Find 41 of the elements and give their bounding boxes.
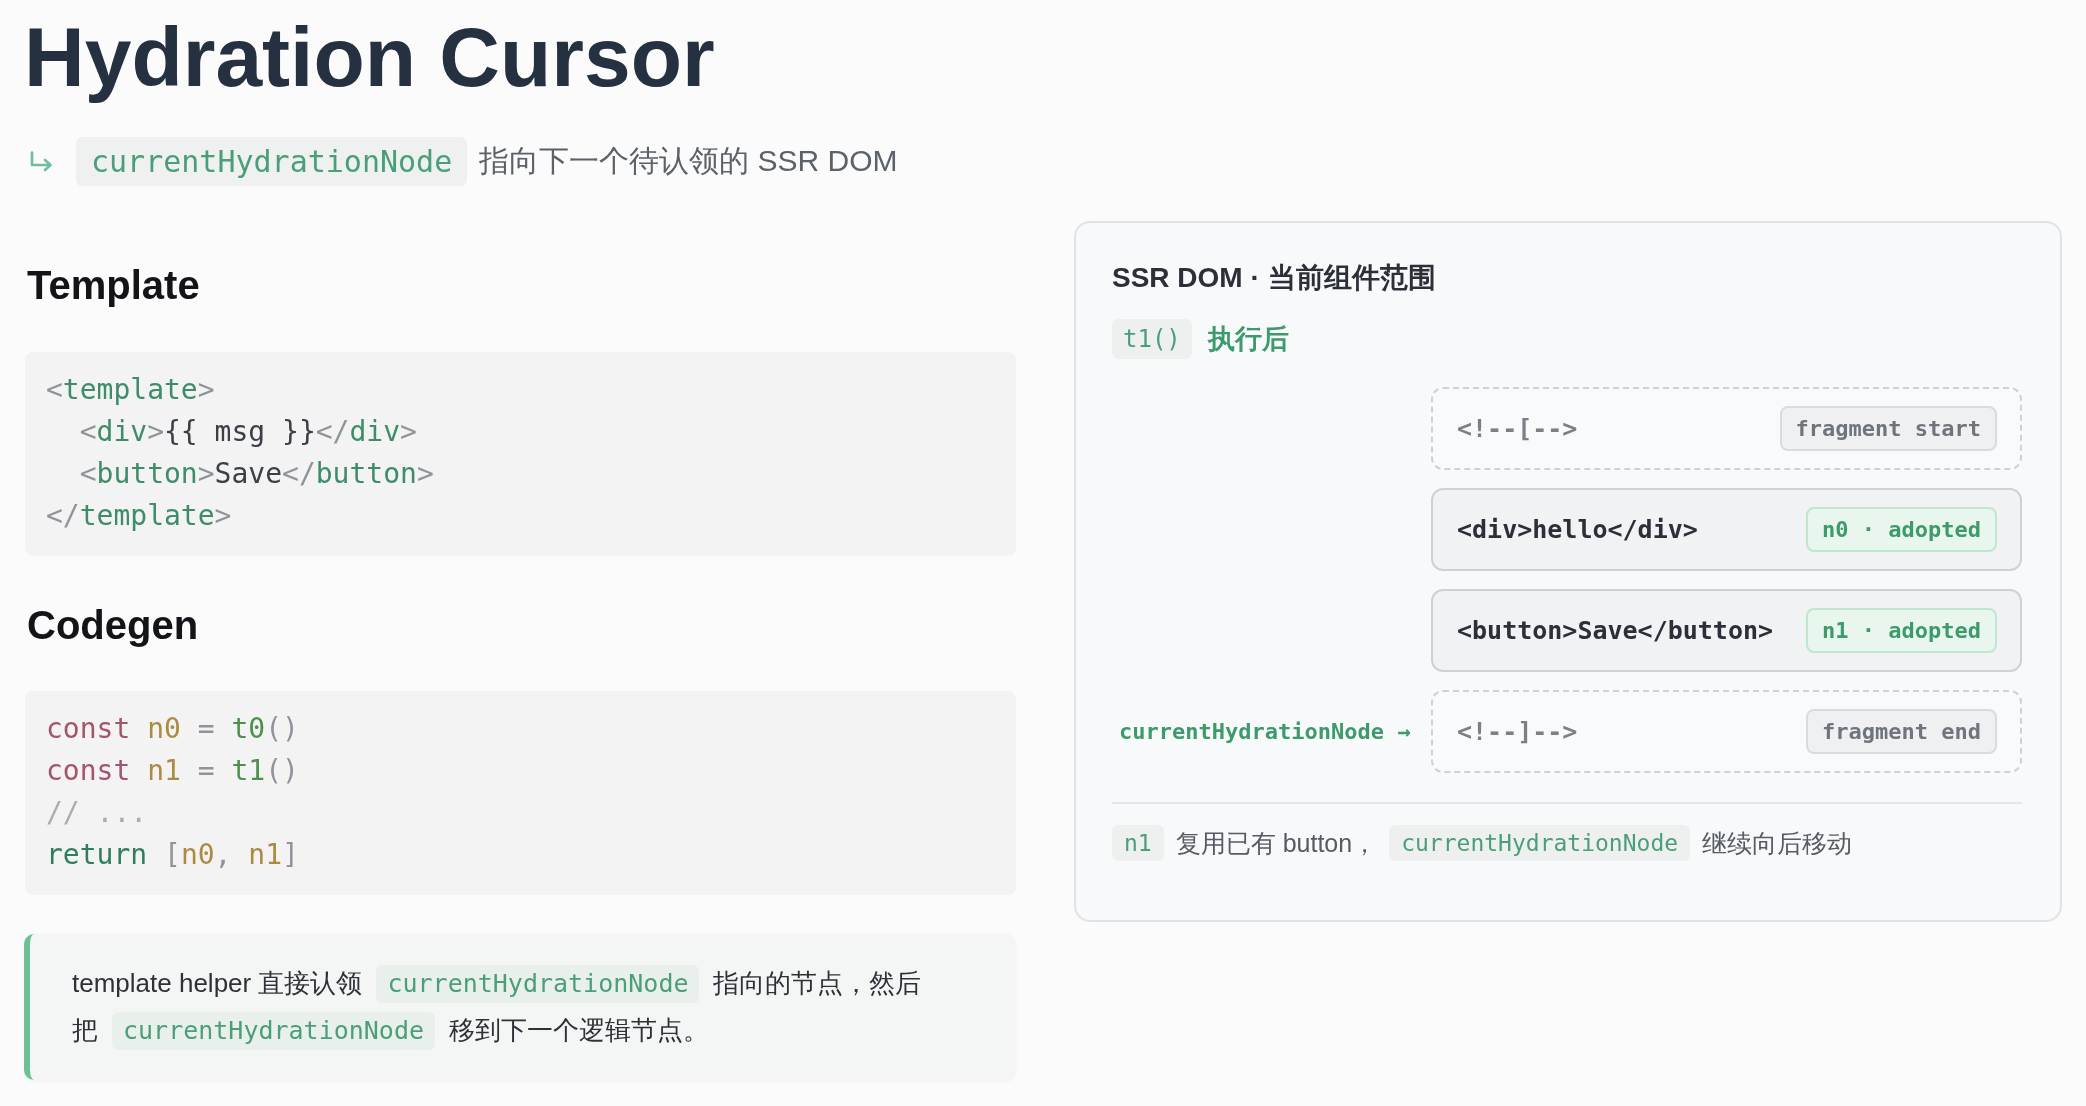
panel-heading: SSR DOM · 当前组件范围 bbox=[1112, 261, 1436, 295]
code-chip: currentHydrationNode bbox=[76, 137, 468, 186]
section-heading: Codegen bbox=[27, 602, 199, 649]
section-heading: Template bbox=[27, 262, 200, 309]
caption-text: 继续向后移动 bbox=[1702, 827, 1853, 859]
code-text: <div>hello</div> bbox=[1457, 515, 1698, 544]
note-text: template helper 直接认领 bbox=[72, 967, 363, 1000]
status-tag: fragment end bbox=[1806, 709, 1997, 754]
code-line: </template> bbox=[46, 498, 232, 534]
code-line: const n0 = t0() bbox=[46, 711, 299, 747]
caption-text: 复用已有 button， bbox=[1175, 827, 1378, 859]
code-chip: currentHydrationNode bbox=[112, 1011, 436, 1050]
note-text: 移到下一个逻辑节点。 bbox=[449, 1014, 710, 1047]
code-text: <!--]--> bbox=[1457, 717, 1578, 746]
code-line: <button>Save</button> bbox=[78, 456, 434, 492]
page-title: Hydration Cursor bbox=[24, 11, 715, 103]
fragment-marker-box bbox=[1431, 387, 2022, 470]
code-text: <!--[--> bbox=[1457, 414, 1578, 443]
code-chip: currentHydrationNode bbox=[376, 964, 700, 1003]
status-text: 执行后 bbox=[1207, 323, 1289, 356]
code-line: <template> bbox=[46, 372, 215, 408]
dom-element-box bbox=[1431, 589, 2022, 672]
code-text: <button>Save</button> bbox=[1457, 616, 1774, 645]
note-callout bbox=[24, 934, 1016, 1080]
code-chip: t1() bbox=[1112, 319, 1192, 359]
code-chip: currentHydrationNode bbox=[1389, 825, 1691, 861]
dom-element-box bbox=[1431, 488, 2022, 571]
fragment-marker-box bbox=[1431, 690, 2022, 773]
code-line: <div>{{ msg }}</div> bbox=[78, 414, 417, 450]
note-text: 把 bbox=[72, 1014, 98, 1047]
panel-card bbox=[1074, 221, 2062, 922]
status-tag: n1 · adopted bbox=[1806, 608, 1997, 653]
status-tag: n0 · adopted bbox=[1806, 507, 1997, 552]
subtitle-text: 指向下一个待认领的 SSR DOM bbox=[479, 143, 898, 179]
pointer-label: currentHydrationNode → bbox=[1119, 718, 1411, 746]
code-line: // ... bbox=[46, 795, 148, 831]
code-line: return [n0, n1] bbox=[46, 837, 299, 873]
status-tag: fragment start bbox=[1779, 406, 1997, 451]
note-text: 指向的节点，然后 bbox=[713, 967, 922, 1000]
code-chip: n1 bbox=[1112, 825, 1164, 861]
code-line: const n1 = t1() bbox=[46, 753, 299, 789]
